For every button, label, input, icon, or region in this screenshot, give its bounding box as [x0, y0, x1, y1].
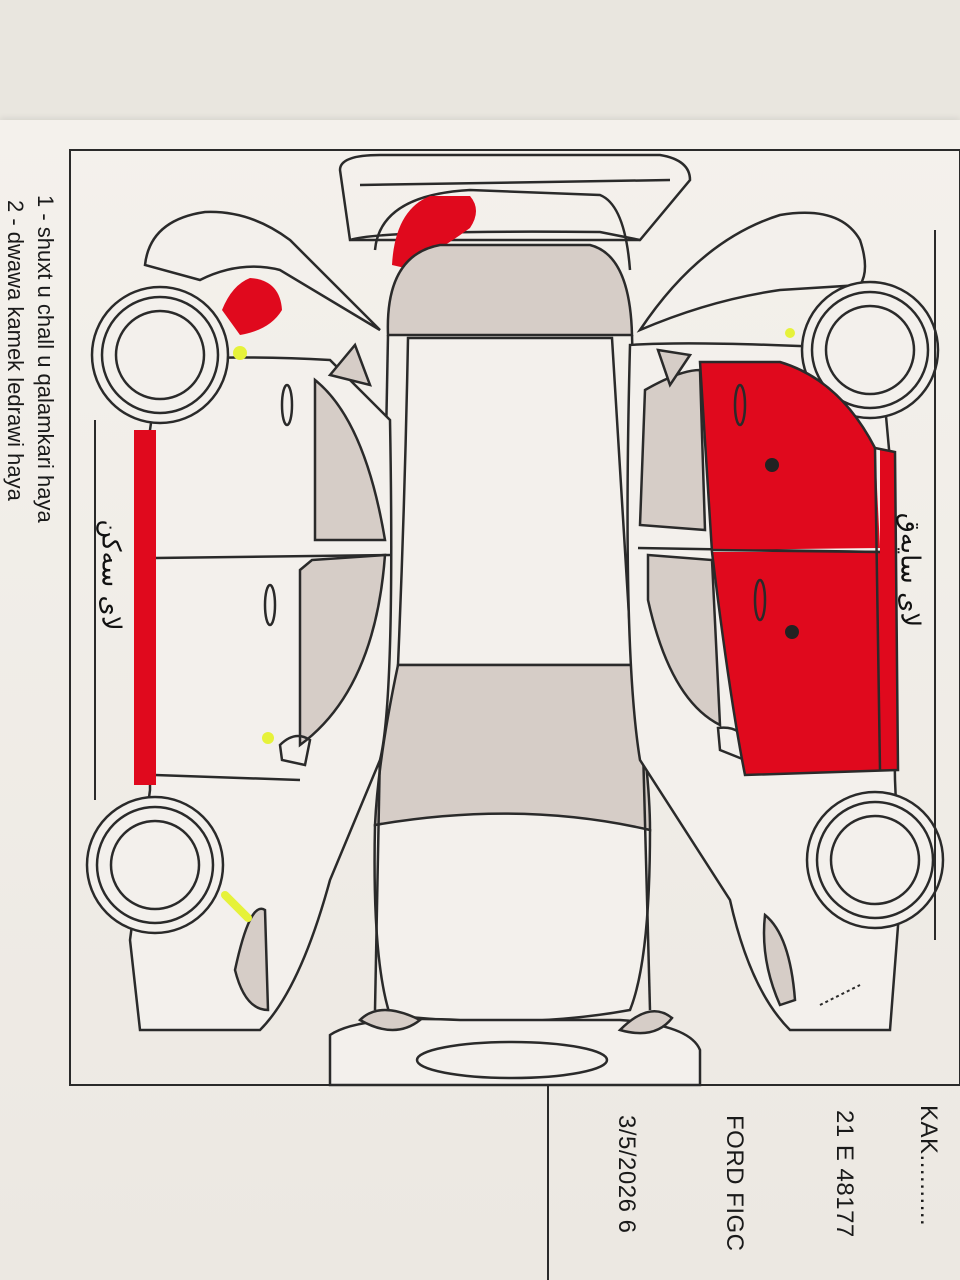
info-plate: 21 E 48177	[831, 1110, 858, 1238]
left-side-view	[85, 210, 393, 1032]
info-code: KAK..........	[915, 1105, 942, 1227]
marker-dot	[785, 328, 795, 338]
rear-view	[328, 1008, 702, 1087]
legend-line-2: 2 - dwawa kamek ledrawi haya	[3, 200, 28, 501]
scratch-mark	[819, 984, 861, 1006]
dent-mark	[765, 458, 779, 472]
roof-view	[373, 243, 652, 1023]
damage-left-front-fender	[222, 278, 282, 335]
driver-side-label: لای سایەق	[894, 512, 925, 628]
damage-front-hood	[392, 196, 476, 268]
info-date: 3/5/2026 6	[613, 1115, 640, 1234]
marker-dot	[262, 732, 274, 744]
damage-right-rear-door	[712, 448, 898, 775]
marker-streak	[221, 891, 252, 922]
damage-left-rocker	[134, 430, 156, 785]
legend-line-1: 1 - shuxt u chall u qalamkari haya	[33, 195, 58, 523]
marker-dot	[233, 346, 247, 360]
door-outline-right	[698, 360, 900, 777]
dent-mark	[785, 625, 799, 639]
info-model: FORD FIGC	[721, 1115, 748, 1252]
passenger-side-label: لای سەکن	[95, 519, 126, 631]
